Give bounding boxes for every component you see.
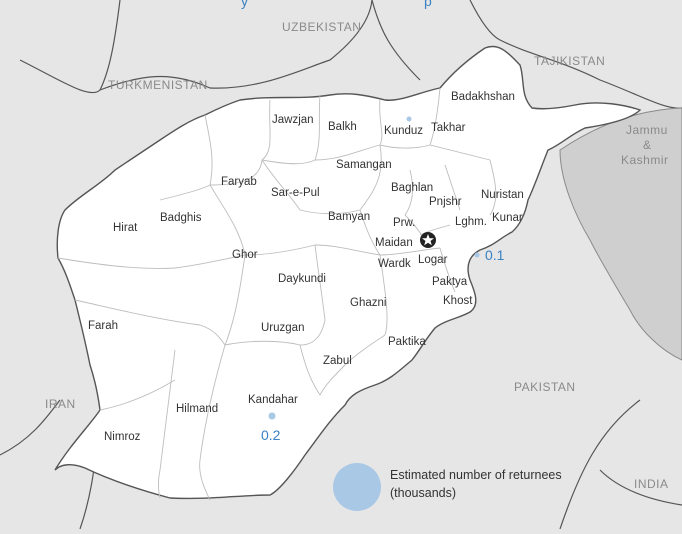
province-label-nuristan: Nuristan <box>481 189 524 201</box>
province-label-badakhshan: Badakhshan <box>451 91 515 103</box>
legend: Estimated number of returnees (thousands… <box>333 463 562 511</box>
province-label-wardk: Wardk <box>378 258 411 270</box>
province-label-maidan: Maidan <box>375 237 413 249</box>
province-label-paktika: Paktika <box>388 336 426 348</box>
province-label-hilmand: Hilmand <box>176 403 218 415</box>
province-label-takhar: Takhar <box>431 122 466 134</box>
value-label-nangarhar: 0.1 <box>485 247 505 263</box>
province-label-faryab: Faryab <box>221 176 257 188</box>
province-label-prw: Prw. <box>393 217 415 229</box>
province-label-pnjshr: Pnjshr <box>429 196 462 208</box>
country-label-turkmenistan: TURKMENISTAN <box>108 78 208 92</box>
province-label-lghm: Lghm. <box>455 216 487 228</box>
country-label-jammu: Jammu <box>626 123 668 137</box>
legend-bubble <box>333 463 381 511</box>
province-label-daykundi: Daykundi <box>278 273 326 285</box>
province-label-kandahar: Kandahar <box>248 394 298 406</box>
province-label-hirat: Hirat <box>113 222 138 234</box>
country-label-uzbekistan: UZBEKISTAN <box>282 20 361 34</box>
province-label-nimroz: Nimroz <box>104 431 141 443</box>
legend-line-1: Estimated number of returnees <box>390 468 562 482</box>
country-label-iran: IRAN <box>45 397 76 411</box>
province-label-jawzjan: Jawzjan <box>272 114 314 126</box>
province-label-sar-e-pul: Sar-e-Pul <box>271 187 320 199</box>
title-fragment-left: y <box>241 0 248 9</box>
province-label-badghis: Badghis <box>160 212 202 224</box>
province-label-logar: Logar <box>418 254 448 266</box>
country-label-ampersand: & <box>643 138 652 152</box>
legend-line-2: (thousands) <box>390 486 456 500</box>
province-label-ghazni: Ghazni <box>350 297 386 309</box>
country-label-india: INDIA <box>634 477 669 491</box>
province-label-bamyan: Bamyan <box>328 211 370 223</box>
returnee-bubble-kunduz <box>406 116 412 122</box>
province-label-farah: Farah <box>88 320 118 332</box>
province-label-kunar: Kunar <box>492 212 523 224</box>
province-borders <box>57 87 497 501</box>
afghanistan-outline <box>54 45 642 500</box>
title-fragment-right: p <box>424 0 432 9</box>
country-label-pakistan: PAKISTAN <box>514 380 576 394</box>
country-label-kashmir: Kashmir <box>621 153 669 167</box>
country-label-tajikistan: TAJIKISTAN <box>534 54 605 68</box>
province-label-paktya: Paktya <box>432 276 468 288</box>
province-label-kunduz: Kunduz <box>384 125 423 137</box>
province-label-baghlan: Baghlan <box>391 182 433 194</box>
value-label-kandahar: 0.2 <box>261 427 281 443</box>
returnee-bubble-nangarhar <box>474 252 480 258</box>
returnee-bubble-kandahar <box>268 412 276 420</box>
province-label-ghor: Ghor <box>232 249 258 261</box>
province-label-samangan: Samangan <box>336 159 392 171</box>
province-label-zabul: Zabul <box>323 355 352 367</box>
province-label-balkh: Balkh <box>328 121 357 133</box>
province-label-khost: Khost <box>443 295 473 307</box>
star-icon <box>420 232 436 248</box>
province-label-uruzgan: Uruzgan <box>261 322 304 334</box>
